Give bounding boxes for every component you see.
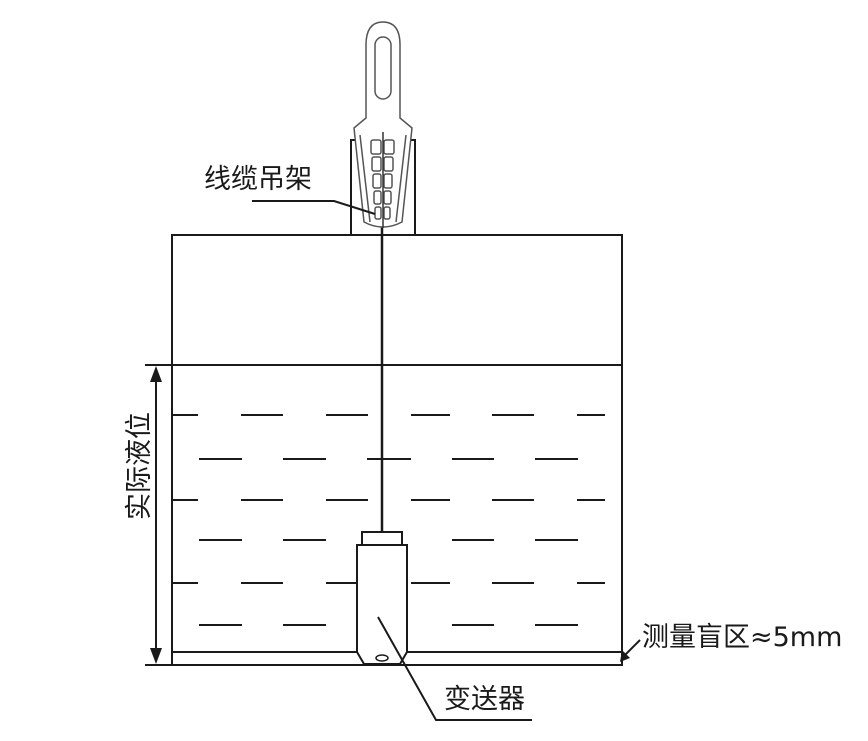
cable-hanger-icon bbox=[353, 21, 413, 228]
transmitter-label: 变送器 bbox=[444, 684, 525, 715]
blind-zone-arrow bbox=[620, 639, 641, 662]
hanger-leader-line bbox=[252, 200, 376, 215]
liquid-dashes bbox=[173, 414, 605, 626]
transmitter-probe bbox=[356, 531, 408, 665]
blind-zone-label: 测量盲区≈5mm bbox=[642, 622, 843, 653]
transmitter-leader-line bbox=[377, 616, 532, 721]
actual-level-dimension bbox=[145, 364, 172, 666]
cable-hanger-label: 线缆吊架 bbox=[204, 164, 312, 195]
actual-level-label: 实际液位 bbox=[124, 412, 155, 520]
